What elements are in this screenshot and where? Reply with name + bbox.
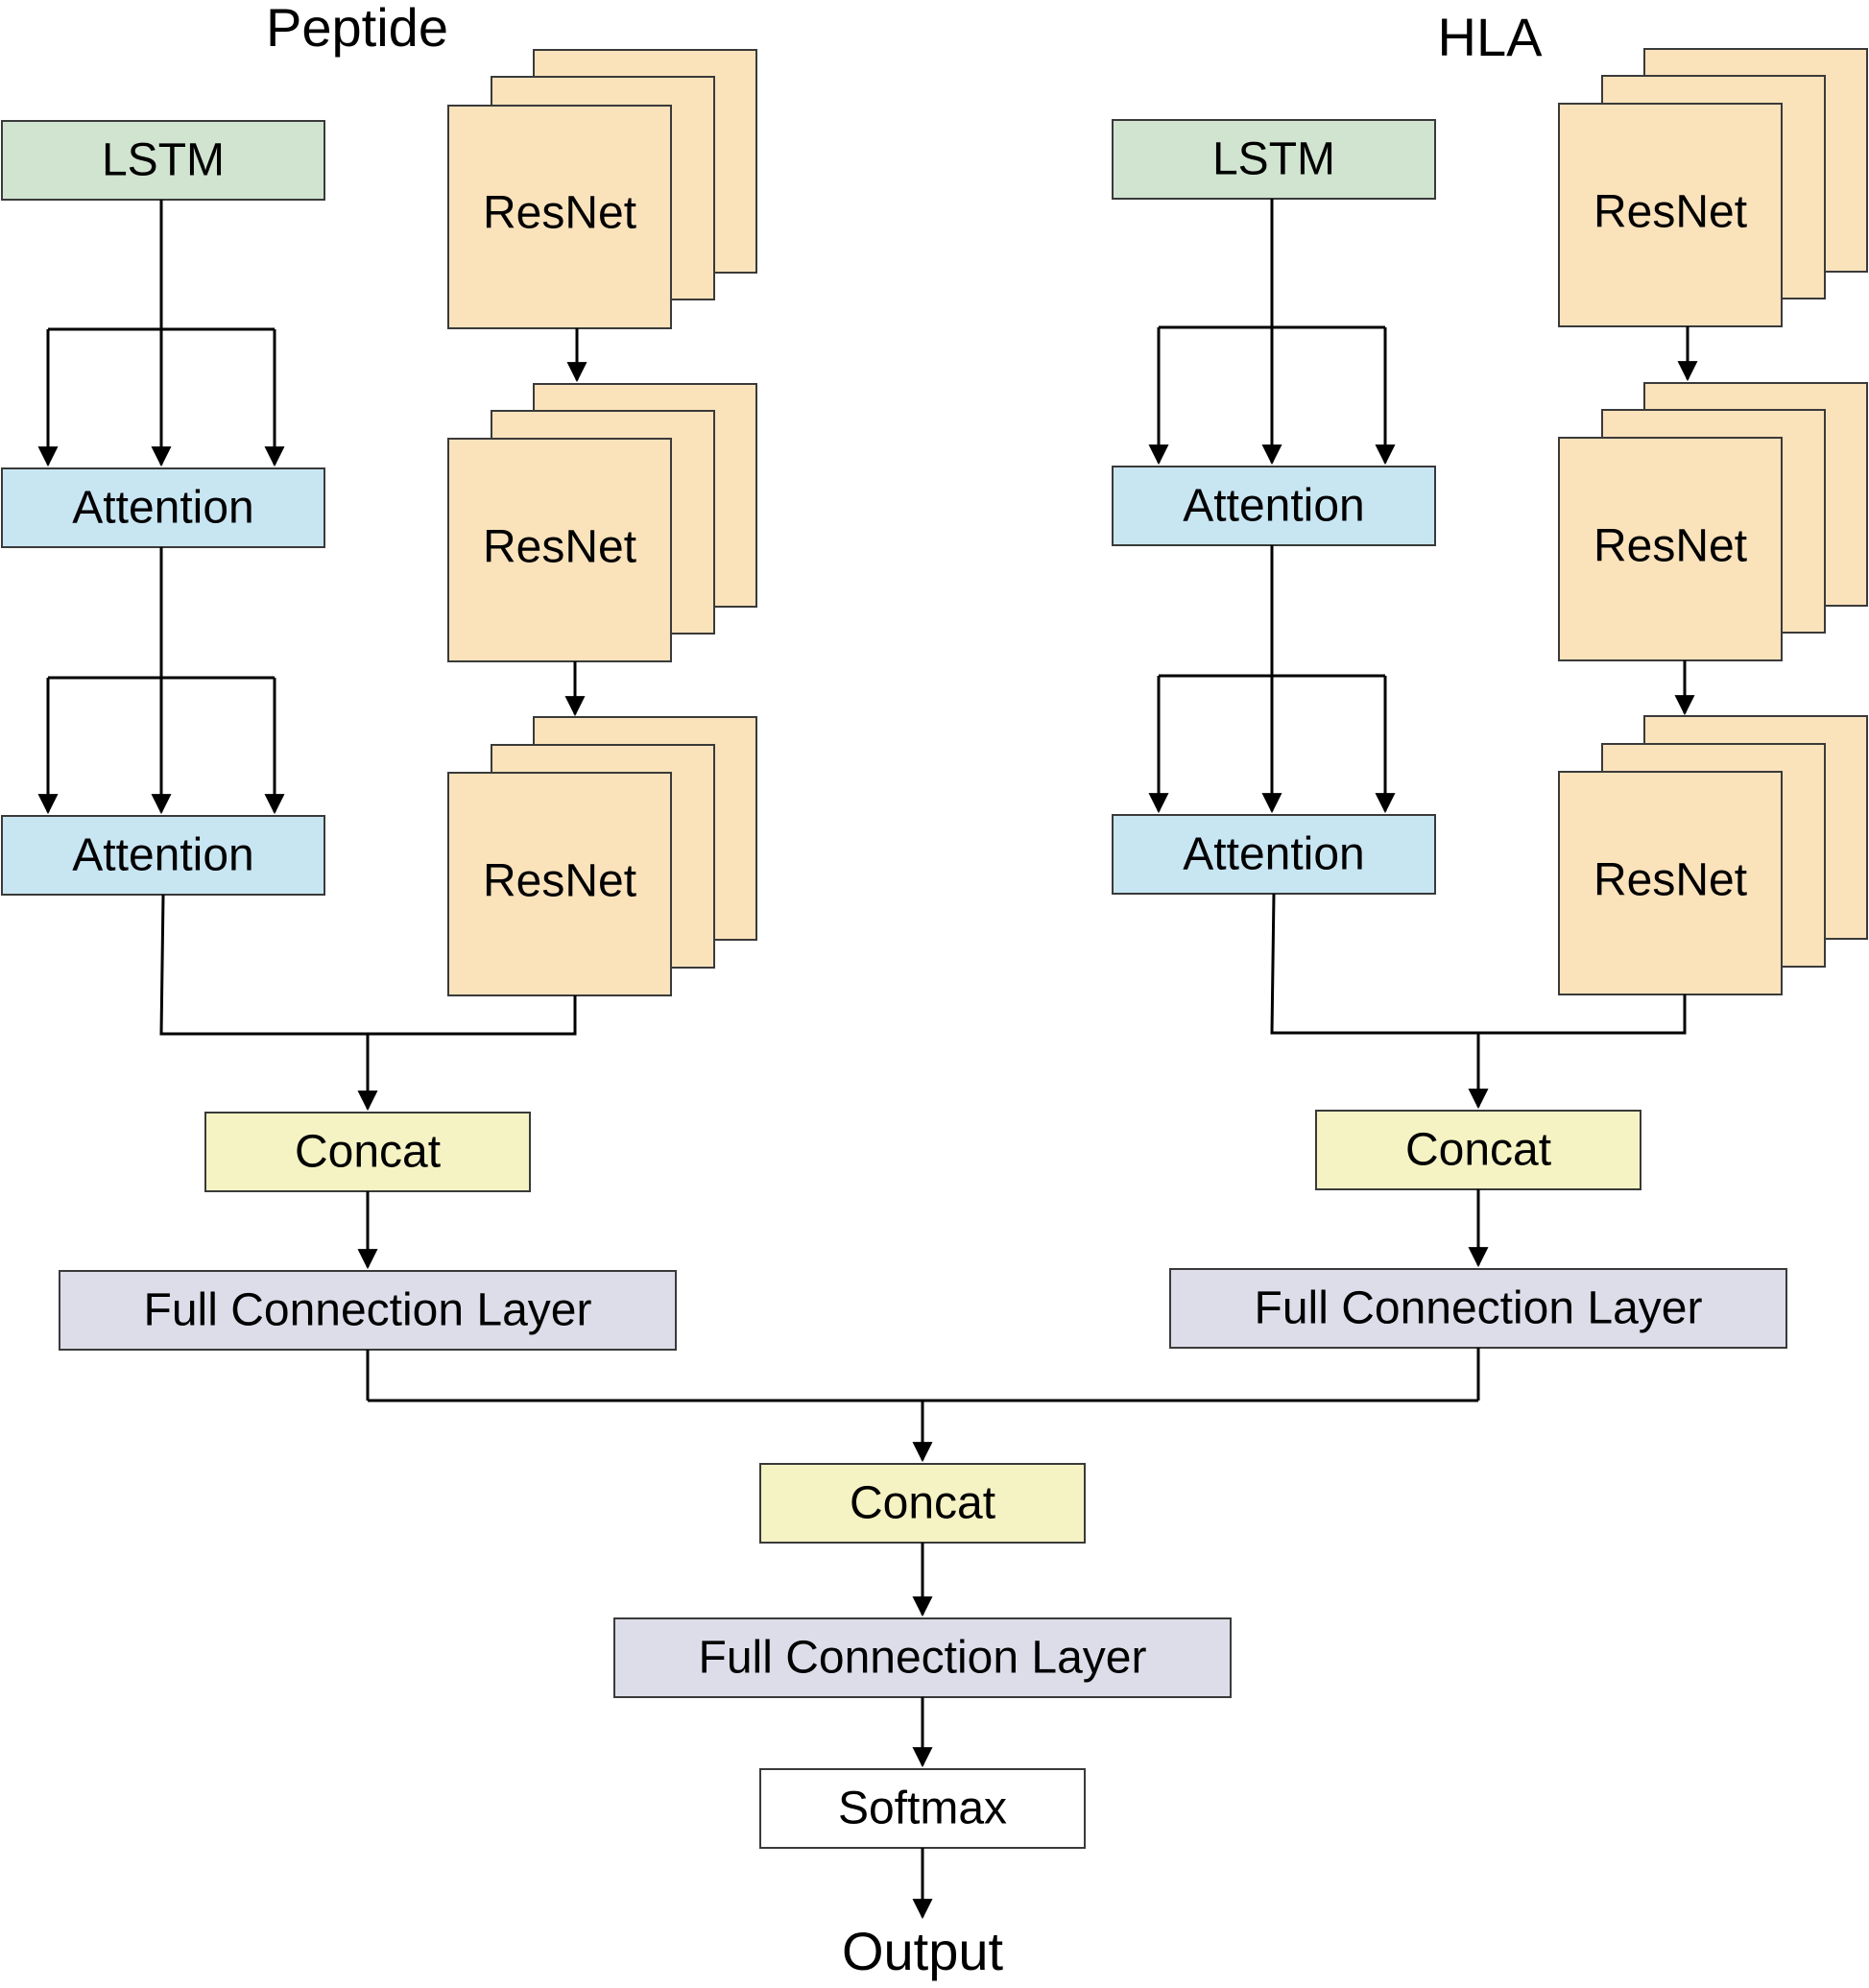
hla-attention-node-2: Attention bbox=[1112, 814, 1436, 895]
peptide-merge-edges bbox=[159, 894, 577, 1112]
peptide-attention-label-2: Attention bbox=[72, 830, 253, 881]
peptide-resnet-label-3: ResNet bbox=[483, 856, 636, 907]
peptide-title: Peptide bbox=[266, 0, 448, 58]
hla-merge-edges bbox=[1270, 893, 1687, 1110]
merge-concat-label: Concat bbox=[850, 1478, 995, 1529]
hla-resnet-stack-1: ResNet bbox=[1558, 48, 1868, 327]
hla-resnet-stack-3: ResNet bbox=[1558, 715, 1868, 995]
peptide-attention-label-1: Attention bbox=[72, 483, 253, 534]
peptide-resnet-label-2: ResNet bbox=[483, 522, 636, 573]
hla-resnet-label-1: ResNet bbox=[1593, 187, 1747, 238]
peptide-resnet-stack-2: ResNet bbox=[447, 383, 757, 662]
peptide-lstm-to-attention-edges bbox=[37, 200, 285, 467]
peptide-fc-label: Full Connection Layer bbox=[144, 1285, 592, 1336]
peptide-lstm-node: LSTM bbox=[1, 120, 325, 201]
hla-attention-label-2: Attention bbox=[1183, 829, 1364, 880]
peptide-attention-to-attention-edges bbox=[37, 547, 285, 815]
peptide-concat-node: Concat bbox=[204, 1112, 531, 1192]
peptide-resnet-stack-3: ResNet bbox=[447, 716, 757, 996]
peptide-attention-node-1: Attention bbox=[1, 467, 325, 548]
merge-fc-label: Full Connection Layer bbox=[699, 1633, 1147, 1684]
softmax-label: Softmax bbox=[838, 1784, 1007, 1834]
hla-resnet-label-3: ResNet bbox=[1593, 855, 1747, 906]
peptide-concat-label: Concat bbox=[295, 1127, 441, 1178]
hla-resnet-label-2: ResNet bbox=[1593, 521, 1747, 572]
peptide-fc-node: Full Connection Layer bbox=[59, 1270, 677, 1351]
hla-concat-label: Concat bbox=[1405, 1125, 1551, 1176]
hla-lstm-label: LSTM bbox=[1212, 134, 1335, 185]
peptide-resnet-label-1: ResNet bbox=[483, 188, 636, 239]
hla-lstm-node: LSTM bbox=[1112, 119, 1436, 200]
hla-branch: HLA LSTM Attention Attenti bbox=[1112, 7, 1868, 1349]
hla-attention-node-1: Attention bbox=[1112, 466, 1436, 546]
hla-attention-label-1: Attention bbox=[1183, 481, 1364, 532]
hla-concat-node: Concat bbox=[1315, 1110, 1641, 1190]
merge-fc-node: Full Connection Layer bbox=[613, 1617, 1232, 1698]
merge-section: Concat Full Connection Layer Softmax Out… bbox=[366, 1348, 1480, 1981]
output-label: Output bbox=[842, 1921, 1004, 1981]
merge-concat-node: Concat bbox=[759, 1463, 1086, 1544]
branch-merge-edges bbox=[366, 1348, 1480, 1463]
peptide-lstm-label: LSTM bbox=[102, 135, 225, 186]
hla-title: HLA bbox=[1438, 7, 1544, 67]
hla-lstm-to-attention-edges bbox=[1148, 199, 1396, 466]
hla-attention-to-attention-edges bbox=[1148, 545, 1396, 814]
softmax-node: Softmax bbox=[759, 1768, 1086, 1849]
peptide-resnet-stack-1: ResNet bbox=[447, 49, 757, 329]
hla-resnet-stack-2: ResNet bbox=[1558, 382, 1868, 661]
peptide-branch: Peptide LSTM Attention bbox=[1, 0, 757, 1351]
hla-fc-node: Full Connection Layer bbox=[1169, 1268, 1787, 1349]
peptide-attention-node-2: Attention bbox=[1, 815, 325, 896]
hla-fc-label: Full Connection Layer bbox=[1255, 1283, 1703, 1334]
